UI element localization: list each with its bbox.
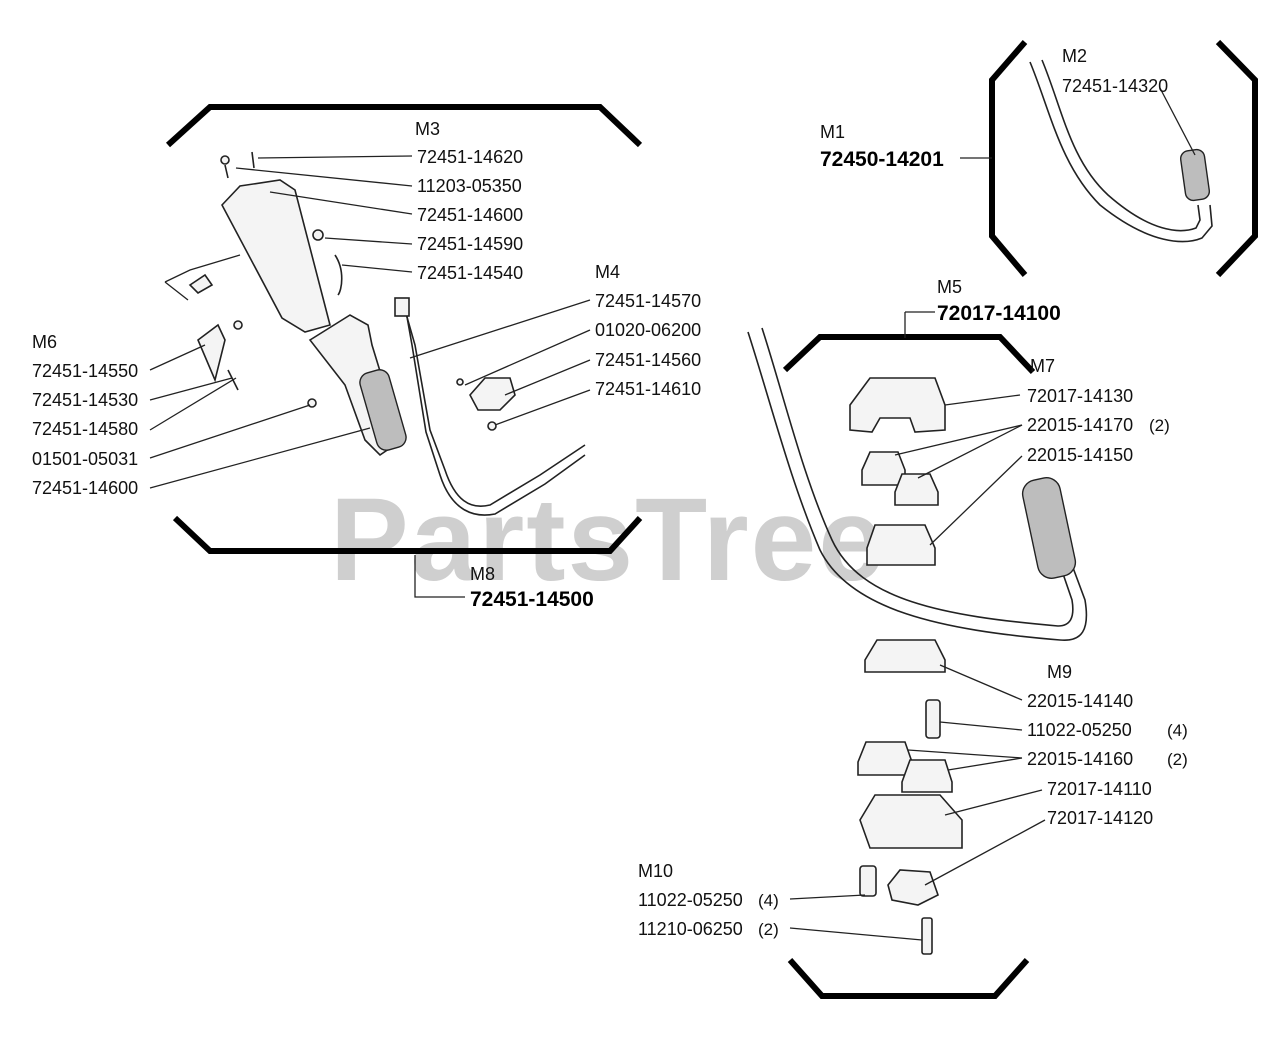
block-22015-14160	[857, 741, 953, 793]
clamp-block-22015-14170	[861, 451, 939, 506]
part-m8: 72451-14500	[470, 588, 594, 611]
label-m8: M8	[470, 564, 495, 584]
bracket-m1-right	[1215, 39, 1258, 278]
part-m6-4: 01501-05031	[32, 449, 138, 469]
bracket-m5-bottom	[787, 958, 1030, 999]
part-m6-1: 72451-14550	[32, 361, 138, 381]
part-m7-1: 72017-14130	[1027, 386, 1133, 406]
part-m3-5: 72451-14540	[417, 263, 523, 283]
bracket-72017-14120	[887, 869, 939, 906]
label-m2: M2	[1062, 46, 1087, 66]
part-m6-5: 72451-14600	[32, 478, 138, 498]
label-m3: M3	[415, 119, 440, 139]
part-m4-1: 72451-14570	[595, 291, 701, 311]
throttle-housing	[221, 179, 407, 457]
part-m3-4: 72451-14590	[417, 234, 523, 254]
clamp-22015-14140	[864, 639, 946, 673]
part-m9-1: 22015-14140	[1027, 691, 1133, 711]
qty-m10-2: (2)	[758, 920, 779, 939]
label-m4: M4	[595, 262, 620, 282]
bolt-11022-05250	[925, 699, 941, 739]
part-m3-3: 72451-14600	[417, 205, 523, 225]
bracket-m5-top	[782, 334, 1036, 375]
part-m4-3: 72451-14560	[595, 350, 701, 370]
base-72017-14110	[859, 794, 963, 849]
part-m3-2: 11203-05350	[417, 176, 522, 196]
part-m9-5: 72017-14120	[1047, 808, 1153, 828]
label-m9: M9	[1047, 662, 1072, 682]
part-m7-2: 22015-14170	[1027, 415, 1133, 435]
clip-m4	[456, 377, 516, 431]
part-m6-3: 72451-14580	[32, 419, 138, 439]
part-m6-2: 72451-14530	[32, 390, 138, 410]
label-m5: M5	[937, 277, 962, 297]
part-m10-2: 11210-06250	[638, 919, 743, 939]
part-m9-4: 72017-14110	[1047, 779, 1152, 799]
bracket-m3-bottom	[172, 515, 643, 554]
clamp-top-72017-14130	[849, 377, 946, 433]
label-m1: M1	[820, 122, 845, 142]
small-parts-m3	[188, 151, 343, 408]
handlebar-m5	[747, 327, 1088, 641]
part-m9-2: 11022-05250	[1027, 720, 1132, 740]
throttle-cable	[394, 297, 586, 516]
part-m10-1: 11022-05250	[638, 890, 743, 910]
part-m9-3: 22015-14160	[1027, 749, 1133, 769]
bolt-m10	[859, 865, 933, 955]
part-m7-3: 22015-14150	[1027, 445, 1133, 465]
part-m3-1: 72451-14620	[417, 147, 523, 167]
handle-tube-m2	[1029, 59, 1213, 243]
part-m5: 72017-14100	[937, 302, 1061, 325]
part-m4-4: 72451-14610	[595, 379, 701, 399]
bracket-m3-top	[165, 104, 643, 148]
part-m2: 72451-14320	[1062, 76, 1168, 96]
part-m4-2: 01020-06200	[595, 320, 701, 340]
clamp-base-22015-14150	[866, 524, 936, 566]
qty-m7-2: (2)	[1149, 416, 1170, 435]
label-m10: M10	[638, 861, 673, 881]
qty-m9-3: (2)	[1167, 750, 1188, 769]
part-m1: 72450-14201	[820, 148, 944, 171]
label-m6: M6	[32, 332, 57, 352]
qty-m10-1: (4)	[758, 891, 779, 910]
watermark: PartsTree	[330, 474, 886, 606]
label-m7: M7	[1030, 356, 1055, 376]
qty-m9-2: (4)	[1167, 721, 1188, 740]
bracket-m1-left	[989, 40, 1028, 277]
